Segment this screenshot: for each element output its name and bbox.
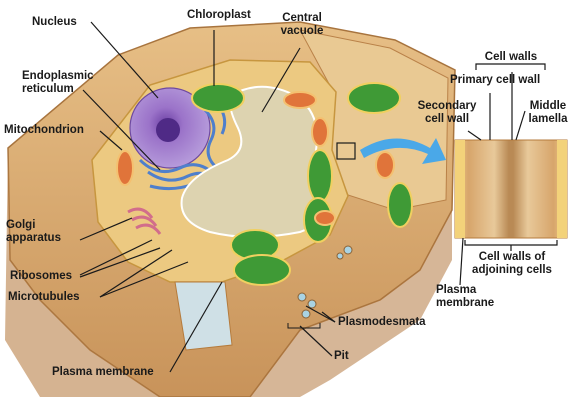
label-middle-lamella-line1: Middle [525, 100, 571, 113]
label-er-line2: reticulum [22, 83, 74, 96]
nucleolus [156, 118, 180, 142]
label-pit: Pit [334, 350, 349, 363]
label-cell-walls: Cell walls [476, 51, 546, 64]
label-ribosomes: Ribosomes [10, 270, 72, 283]
label-er-line1: Endoplasmic [22, 70, 94, 83]
label-nucleus: Nucleus [32, 16, 77, 29]
label-adjoining-line2: adjoining cells [466, 264, 558, 277]
label-golgi-line2: apparatus [6, 232, 61, 245]
label-inset-plasma-line2: membrane [436, 297, 494, 310]
label-central-vacuole-line1: Central [278, 12, 326, 25]
label-middle-lamella-line2: lamella [525, 113, 571, 126]
label-inset-plasma-line1: Plasma [436, 284, 476, 297]
adjoining-bracket [465, 240, 557, 251]
label-microtubules: Microtubules [8, 291, 80, 304]
label-plasmodesmata: Plasmodesmata [338, 316, 426, 329]
label-mitochondrion: Mitochondrion [4, 124, 84, 137]
label-primary-cell-wall: Primary cell wall [450, 74, 540, 87]
label-secondary-cell-wall-line2: cell wall [417, 113, 477, 126]
label-central-vacuole-line2: vacuole [278, 25, 326, 38]
label-golgi-line1: Golgi [6, 219, 35, 232]
label-chloroplast: Chloroplast [187, 9, 251, 22]
label-adjoining-line1: Cell walls of [466, 251, 558, 264]
cell-walls-bracket [476, 64, 545, 70]
label-secondary-cell-wall-line1: Secondary [417, 100, 477, 113]
label-plasma-membrane-main: Plasma membrane [52, 366, 154, 379]
cell-wall-inset [455, 140, 567, 238]
